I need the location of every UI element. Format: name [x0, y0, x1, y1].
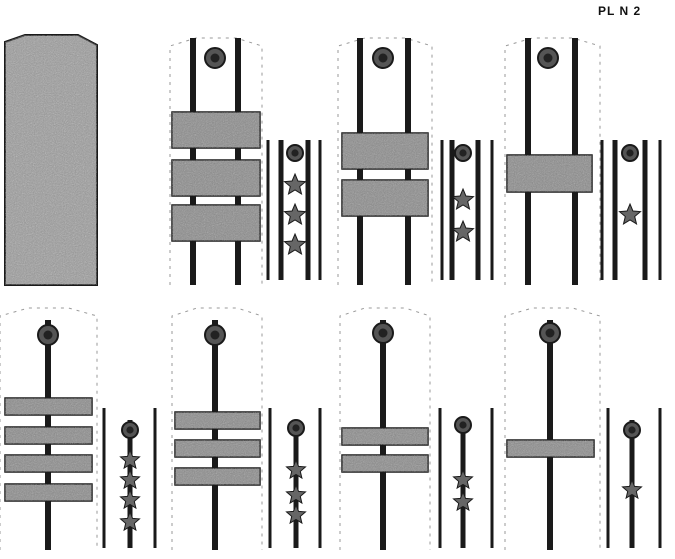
stripe-texture	[342, 133, 428, 169]
stripe-texture	[175, 412, 260, 429]
board-bar	[212, 320, 218, 550]
board-bar	[600, 140, 604, 280]
star-icon	[452, 490, 474, 512]
board-bar	[658, 140, 662, 280]
top-insignia-1	[4, 34, 98, 286]
board-bar	[153, 408, 157, 548]
stripe-texture	[5, 455, 92, 472]
top-insignia-3	[337, 37, 494, 285]
button-center	[43, 330, 53, 340]
board-bar	[278, 140, 284, 280]
button-center	[378, 53, 388, 63]
board-bar	[440, 140, 444, 280]
stripe-texture	[5, 427, 92, 444]
button-center	[628, 426, 636, 434]
board-bar	[268, 408, 272, 548]
board-bar	[438, 408, 442, 548]
stripe-texture	[507, 155, 592, 192]
stripe-texture	[342, 455, 428, 472]
button-center	[210, 330, 220, 340]
star-icon	[285, 483, 307, 505]
star-icon	[119, 488, 141, 510]
star-icon	[451, 187, 475, 210]
button-center	[459, 421, 467, 429]
stripe-texture	[172, 205, 260, 241]
button-center	[291, 149, 299, 157]
button-center	[459, 149, 467, 157]
top-insignia-2	[169, 37, 322, 285]
board-bar	[606, 408, 610, 548]
star-icon	[621, 478, 643, 500]
button-center	[378, 328, 388, 338]
bottom-insignia-4	[504, 307, 662, 550]
stripe-texture	[342, 428, 428, 445]
star-icon	[119, 468, 141, 490]
button-center	[210, 53, 220, 63]
board-bar	[658, 408, 662, 548]
button-center	[292, 424, 300, 432]
stripe-texture	[175, 440, 260, 457]
board-bar	[318, 140, 322, 280]
button-center	[626, 149, 634, 157]
button-center	[126, 426, 134, 434]
board-bar	[305, 140, 311, 280]
bottom-insignia-1	[0, 307, 157, 550]
board-bar	[318, 408, 322, 548]
button-center	[543, 53, 553, 63]
top-insignia-4	[504, 37, 662, 285]
board-bar	[490, 408, 494, 548]
star-icon	[285, 458, 307, 480]
stripe-texture	[342, 180, 428, 216]
bottom-insignia-2	[171, 307, 322, 550]
stripe-texture	[172, 160, 260, 196]
board-bar	[642, 140, 648, 280]
star-icon	[283, 232, 307, 255]
board-texture	[5, 35, 97, 285]
board-bar	[475, 140, 481, 280]
board-bar	[102, 408, 106, 548]
stripe-texture	[172, 112, 260, 148]
star-icon	[283, 202, 307, 225]
board-bar	[449, 140, 455, 280]
stripe-texture	[5, 398, 92, 415]
star-icon	[452, 468, 474, 490]
plate-label: PL N 2	[598, 4, 642, 18]
star-icon	[119, 510, 141, 532]
stripe-texture	[5, 484, 92, 501]
bottom-insignia-3	[339, 307, 494, 550]
star-icon	[283, 172, 307, 195]
board-bar	[266, 140, 270, 280]
star-icon	[451, 219, 475, 242]
star-icon	[618, 202, 642, 225]
board-bar	[547, 320, 553, 550]
stripe-texture	[175, 468, 260, 485]
star-icon	[285, 503, 307, 525]
board-bar	[490, 140, 494, 280]
star-icon	[119, 448, 141, 470]
button-center	[545, 328, 555, 338]
board-bar	[612, 140, 618, 280]
stripe-texture	[507, 440, 594, 457]
